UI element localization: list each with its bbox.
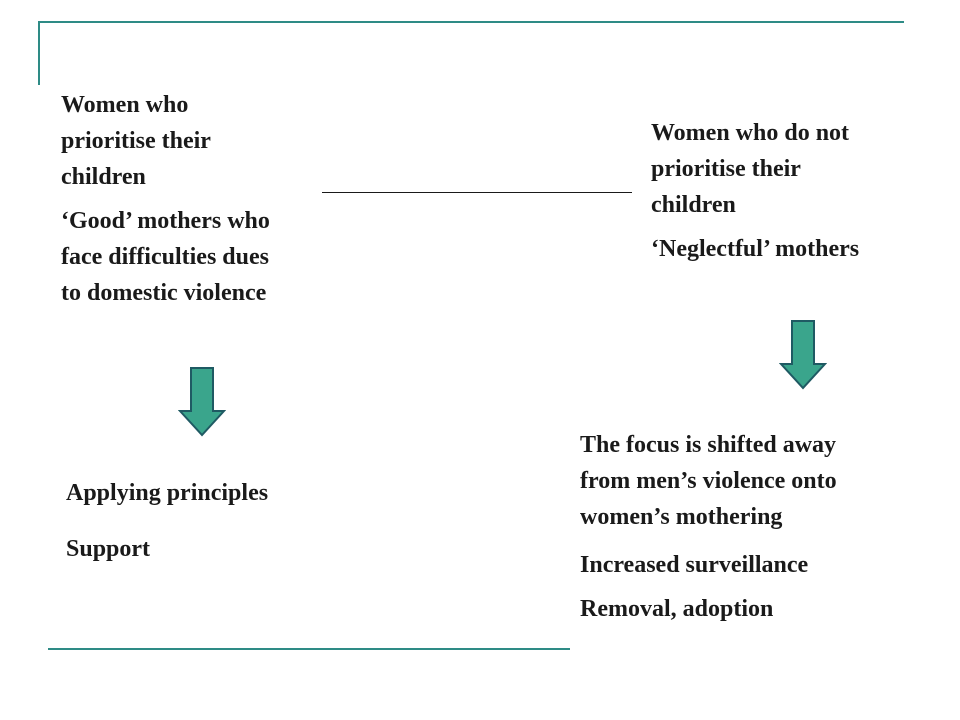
left-top-line-5: face difficulties dues (61, 244, 269, 270)
right-top-line-1: Women who do not (651, 120, 850, 146)
right-bottom-line-1: The focus is shifted away (580, 432, 837, 458)
left-top-line-6: to domestic violence (61, 280, 267, 306)
left-bottom-line-1: Applying principles (66, 480, 269, 506)
left-top-line-4: ‘Good’ mothers who (61, 208, 270, 234)
left-top-line-3: children (61, 164, 146, 190)
right-top-line-2: prioritise their (651, 156, 801, 182)
left-bottom-line-2: Support (66, 536, 151, 562)
right-bottom-line-3: women’s mothering (580, 504, 783, 530)
right-bottom-line-4: Increased surveillance (580, 552, 809, 578)
non-prioritising-mothers-block: Women who do not prioritise their childr… (651, 115, 941, 267)
right-top-line-3: children (651, 192, 736, 218)
prioritising-mothers-block: Women who prioritise their children ‘Goo… (61, 87, 351, 311)
left-top-line-2: prioritise their (61, 128, 211, 154)
frame-bottom-line (48, 648, 570, 650)
frame-top-line (40, 21, 904, 23)
left-top-line-1: Women who (61, 92, 189, 118)
right-top-line-4: ‘Neglectful’ mothers (651, 236, 860, 262)
category-connector-line (322, 192, 632, 193)
arrow-down-icon (178, 367, 226, 437)
right-bottom-line-5: Removal, adoption (580, 596, 774, 622)
support-outcome-block: Applying principles Support (66, 475, 366, 567)
arrow-down-icon (779, 320, 827, 390)
surveillance-outcome-block: The focus is shifted away from men’s vio… (580, 427, 950, 627)
frame-left-line (38, 21, 40, 85)
right-bottom-line-2: from men’s violence onto (580, 468, 837, 494)
